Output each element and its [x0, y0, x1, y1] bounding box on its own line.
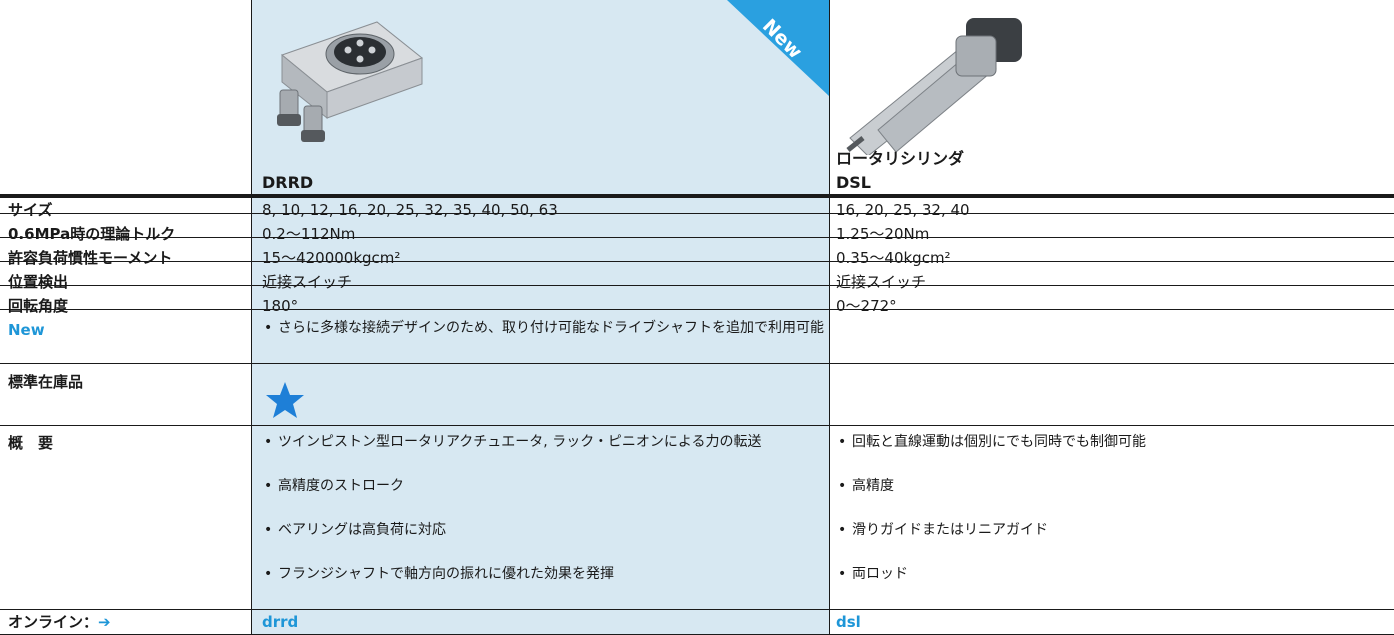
list-item: 高精度 — [836, 475, 1146, 497]
dsl-product-subtitle: ロータリシリンダ — [836, 149, 965, 168]
row-label-torque: 0.6MPa時の理論トルク — [8, 225, 176, 243]
list-item: 高精度のストローク — [262, 475, 762, 497]
list-item: ベアリングは高負荷に対応 — [262, 519, 762, 541]
list-item: 両ロッド — [836, 563, 1146, 585]
column-divider-2 — [829, 0, 830, 635]
row-label-stock: 標準在庫品 — [8, 373, 84, 391]
row-divider — [0, 285, 1394, 286]
dsl-size: 16, 20, 25, 32, 40 — [836, 201, 970, 219]
drrd-position: 近接スイッチ — [262, 273, 353, 291]
list-item: ツインピストン型ロータリアクチュエータ, ラック・ピニオンによる力の転送 — [262, 431, 762, 453]
drrd-product-image — [277, 21, 424, 142]
dsl-product-name: DSL — [836, 173, 871, 192]
dsl-angle: 0～272° — [836, 297, 897, 315]
row-label-inertia: 許容負荷慣性モーメント — [8, 249, 173, 267]
row-divider — [0, 609, 1394, 610]
row-label-size: サイズ — [8, 201, 53, 219]
row-divider — [0, 213, 1394, 214]
arrow-right-icon: ➔ — [98, 613, 111, 631]
row-label-new: New — [8, 321, 45, 339]
row-label-overview: 概 要 — [8, 434, 54, 452]
drrd-torque: 0.2～112Nm — [262, 225, 356, 243]
row-divider — [0, 425, 1394, 426]
row-divider — [0, 261, 1394, 262]
drrd-angle: 180° — [262, 297, 299, 315]
drrd-overview: ツインピストン型ロータリアクチュエータ, ラック・ピニオンによる力の転送 高精度… — [262, 431, 762, 585]
row-label-position: 位置検出 — [8, 273, 69, 291]
drrd-product-name: DRRD — [262, 173, 314, 192]
column-divider-1 — [251, 0, 252, 635]
star-icon — [266, 382, 304, 418]
row-divider — [0, 363, 1394, 364]
drrd-inertia: 15～420000kgcm² — [262, 249, 401, 267]
row-label-online: オンライン：➔ — [8, 613, 111, 631]
dsl-position: 近接スイッチ — [836, 273, 927, 291]
dsl-inertia: 0.35～40kgcm² — [836, 249, 951, 267]
drrd-online-link[interactable]: drrd — [262, 613, 299, 631]
row-label-angle: 回転角度 — [8, 297, 69, 315]
dsl-online-link[interactable]: dsl — [836, 613, 861, 631]
dsl-overview: 回転と直線運動は個別にでも同時でも制御可能 高精度 滑りガイドまたはリニアガイド… — [836, 431, 1146, 585]
list-item: フランジシャフトで軸方向の振れに優れた効果を発揮 — [262, 563, 762, 585]
row-divider — [0, 237, 1394, 238]
dsl-torque: 1.25～20Nm — [836, 225, 930, 243]
drrd-new-feature: さらに多様な接続デザインのため、取り付け可能なドライブシャフトを追加で利用可能 — [262, 317, 824, 339]
header-rule — [0, 194, 1394, 198]
drrd-size: 8, 10, 12, 16, 20, 25, 32, 35, 40, 50, 6… — [262, 201, 558, 219]
list-item: 滑りガイドまたはリニアガイド — [836, 519, 1146, 541]
new-badge: New — [727, 0, 829, 96]
row-divider — [0, 309, 1394, 310]
dsl-product-image — [846, 18, 1022, 155]
list-item: さらに多様な接続デザインのため、取り付け可能なドライブシャフトを追加で利用可能 — [262, 317, 824, 339]
list-item: 回転と直線運動は個別にでも同時でも制御可能 — [836, 431, 1146, 453]
